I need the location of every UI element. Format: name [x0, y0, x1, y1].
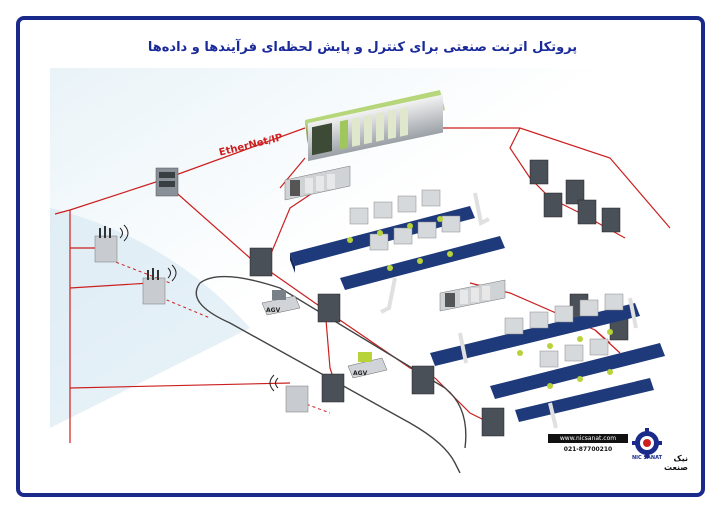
- agv-track-inner: [199, 275, 467, 449]
- company-logo: www.nicsanat.com 021-87700210 NIC SANAT …: [548, 428, 688, 472]
- logo-name-fa: نیک صنعت: [664, 454, 688, 472]
- agv-vehicle-1: [261, 290, 301, 316]
- access-point-2: [142, 264, 177, 305]
- cable-main-to-io: [279, 157, 306, 189]
- page-title: پروتکل اترنت صنعتی برای کنترل و پایش لحظ…: [147, 40, 578, 55]
- conveyor-cell-2: [430, 293, 665, 429]
- agv-vehicle-2: [347, 352, 388, 379]
- ethernet-cables: [54, 127, 671, 443]
- logo-name-en: NIC SANAT: [632, 455, 663, 461]
- ethernet-switch: [155, 167, 179, 197]
- cable-main-to-switch: [161, 127, 306, 181]
- light-background-wash: [50, 208, 250, 428]
- diagram-canvas: AGV AGV: [50, 68, 675, 473]
- network-diagram: AGV AGV: [50, 68, 675, 473]
- secondary-plc-rack: [439, 279, 506, 312]
- main-plc-rack: [305, 90, 445, 162]
- agv-label-1: AGV: [266, 307, 281, 314]
- cable-to-ap2: [69, 282, 151, 289]
- gear-icon: [632, 428, 662, 458]
- remote-io-rack: [284, 165, 351, 201]
- conveyor-cell-1: [290, 189, 505, 314]
- logo-website: www.nicsanat.com: [548, 434, 628, 443]
- logo-phone: 021-87700210: [563, 446, 613, 453]
- agv-track-outer: [195, 282, 461, 473]
- access-point-1: [94, 224, 129, 263]
- cable-main-right: [370, 127, 671, 229]
- access-point-3: [269, 374, 309, 413]
- cable-to-ap3: [69, 382, 291, 389]
- agv-label-2: AGV: [353, 370, 368, 377]
